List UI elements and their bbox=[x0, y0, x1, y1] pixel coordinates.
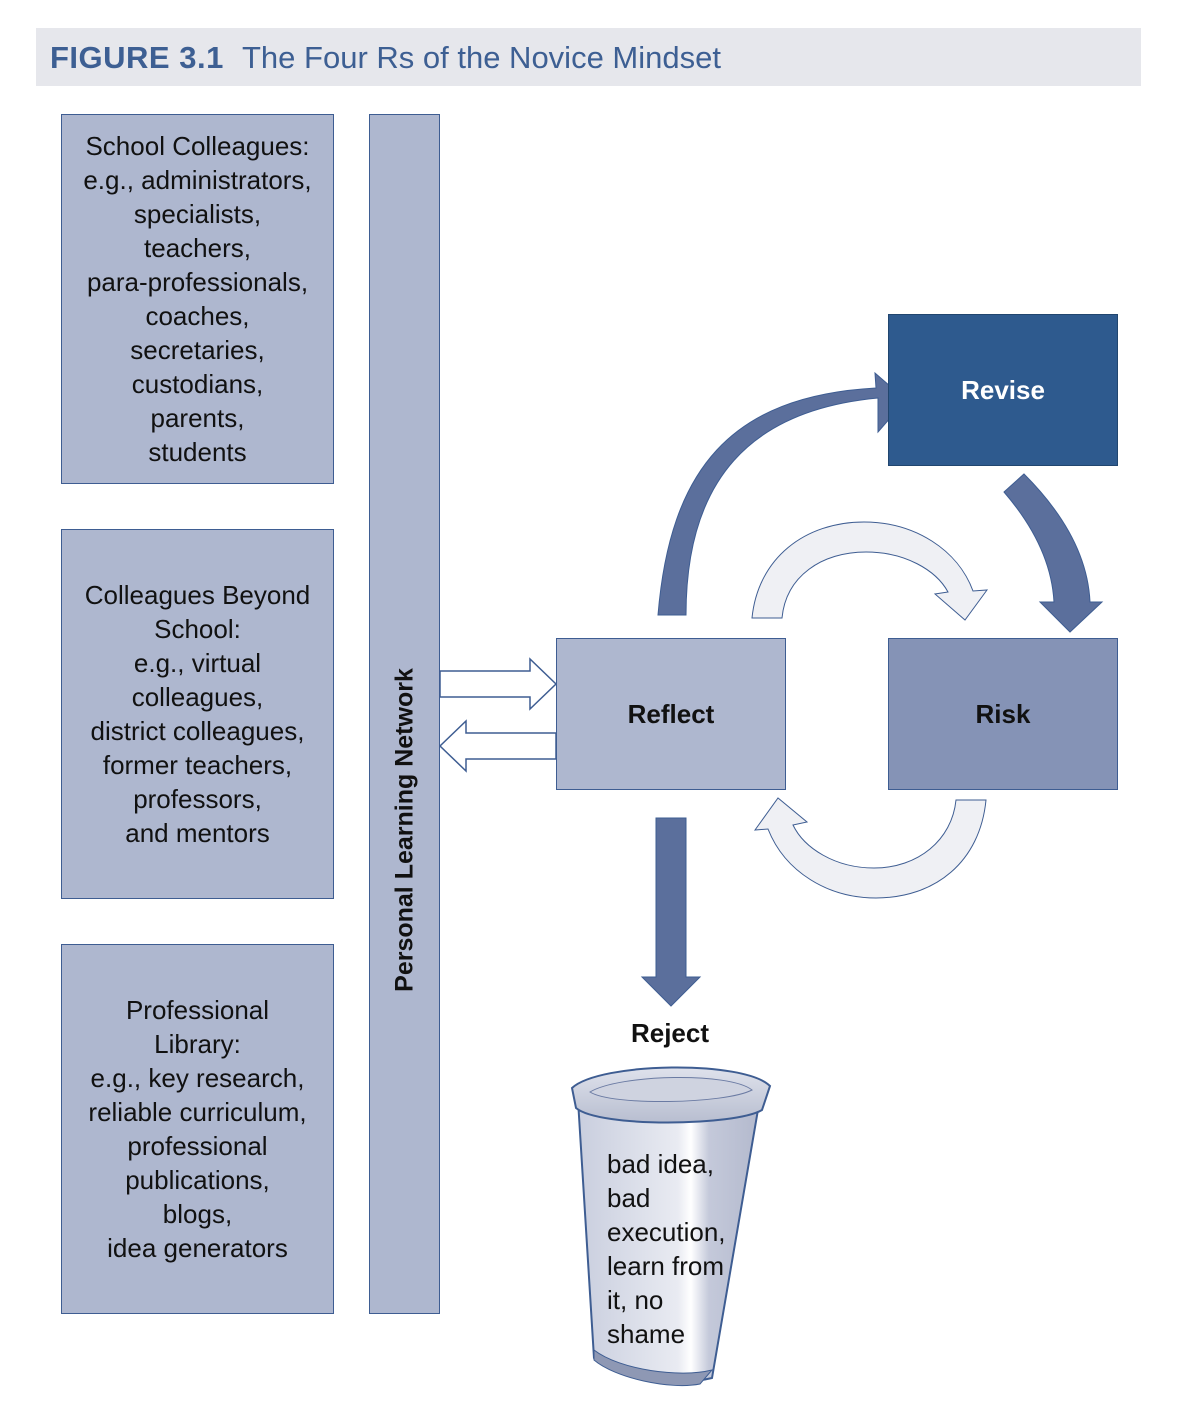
source-line: reliable curriculum, bbox=[88, 1097, 307, 1127]
arrow-reflect-to-risk bbox=[751, 521, 989, 621]
source-line: Colleagues Beyond bbox=[84, 580, 311, 610]
trash-line: execution, bbox=[607, 1217, 726, 1247]
risk-label: Risk bbox=[975, 698, 1031, 729]
trash-can-icon bbox=[570, 1066, 772, 1387]
trash-line: bad bbox=[607, 1183, 651, 1213]
figure-number: FIGURE 3.1 bbox=[50, 40, 224, 75]
source-line: Professional bbox=[125, 995, 270, 1025]
source-line: custodians, bbox=[131, 369, 264, 399]
figure-title: The Four Rs of the Novice Mindset bbox=[242, 40, 721, 75]
trash-line: it, no bbox=[607, 1285, 664, 1315]
trash-can-text: bad idea, bad execution, learn from it, … bbox=[607, 1147, 726, 1351]
arrow-reflect-to-network bbox=[438, 719, 557, 773]
source-line: professors, bbox=[133, 784, 262, 814]
source-line: professional bbox=[127, 1131, 268, 1161]
reflect-label: Reflect bbox=[627, 698, 715, 729]
arrow-reflect-to-revise bbox=[657, 371, 907, 616]
source-line: students bbox=[148, 437, 247, 467]
risk-box: Risk bbox=[888, 638, 1118, 790]
revise-box: Revise bbox=[888, 314, 1118, 466]
source-line: School Colleagues: bbox=[85, 131, 310, 161]
colleagues-beyond-school-box: Colleagues Beyond School: e.g., virtual … bbox=[61, 529, 334, 899]
source-line: district colleagues, bbox=[90, 716, 305, 746]
source-line: and mentors bbox=[125, 818, 270, 848]
reject-label: Reject bbox=[630, 1018, 710, 1048]
trash-line: bad idea, bbox=[607, 1149, 714, 1179]
source-line: coaches, bbox=[145, 301, 250, 331]
figure-title-bar: FIGURE 3.1 The Four Rs of the Novice Min… bbox=[36, 28, 1141, 86]
source-line: e.g., virtual bbox=[133, 648, 262, 678]
revise-label: Revise bbox=[961, 374, 1045, 405]
school-colleagues-box: School Colleagues: e.g., administrators,… bbox=[61, 114, 334, 484]
source-line: publications, bbox=[125, 1165, 270, 1195]
reflect-box: Reflect bbox=[556, 638, 786, 790]
source-line: para-professionals, bbox=[86, 267, 309, 297]
source-line: colleagues, bbox=[131, 682, 264, 712]
arrow-reflect-to-reject bbox=[640, 817, 702, 1007]
source-line: Library: bbox=[154, 1029, 241, 1059]
source-line: former teachers, bbox=[102, 750, 293, 780]
source-line: idea generators bbox=[107, 1233, 288, 1263]
trash-line: shame bbox=[607, 1319, 686, 1349]
personal-learning-network-bar: Personal Learning Network bbox=[369, 114, 440, 1314]
arrow-risk-to-reflect bbox=[753, 797, 987, 899]
trash-line: learn from bbox=[607, 1251, 725, 1281]
source-line: secretaries, bbox=[130, 335, 265, 365]
source-line: teachers, bbox=[144, 233, 251, 263]
arrow-network-to-reflect bbox=[439, 657, 558, 711]
source-line: e.g., administrators, bbox=[83, 165, 312, 195]
arrow-revise-to-risk bbox=[1003, 473, 1104, 633]
source-line: e.g., key research, bbox=[90, 1063, 305, 1093]
source-line: School: bbox=[154, 614, 241, 644]
source-line: specialists, bbox=[133, 199, 262, 229]
professional-library-box: Professional Library: e.g., key research… bbox=[61, 944, 334, 1314]
source-line: parents, bbox=[150, 403, 245, 433]
source-line: blogs, bbox=[162, 1199, 233, 1229]
